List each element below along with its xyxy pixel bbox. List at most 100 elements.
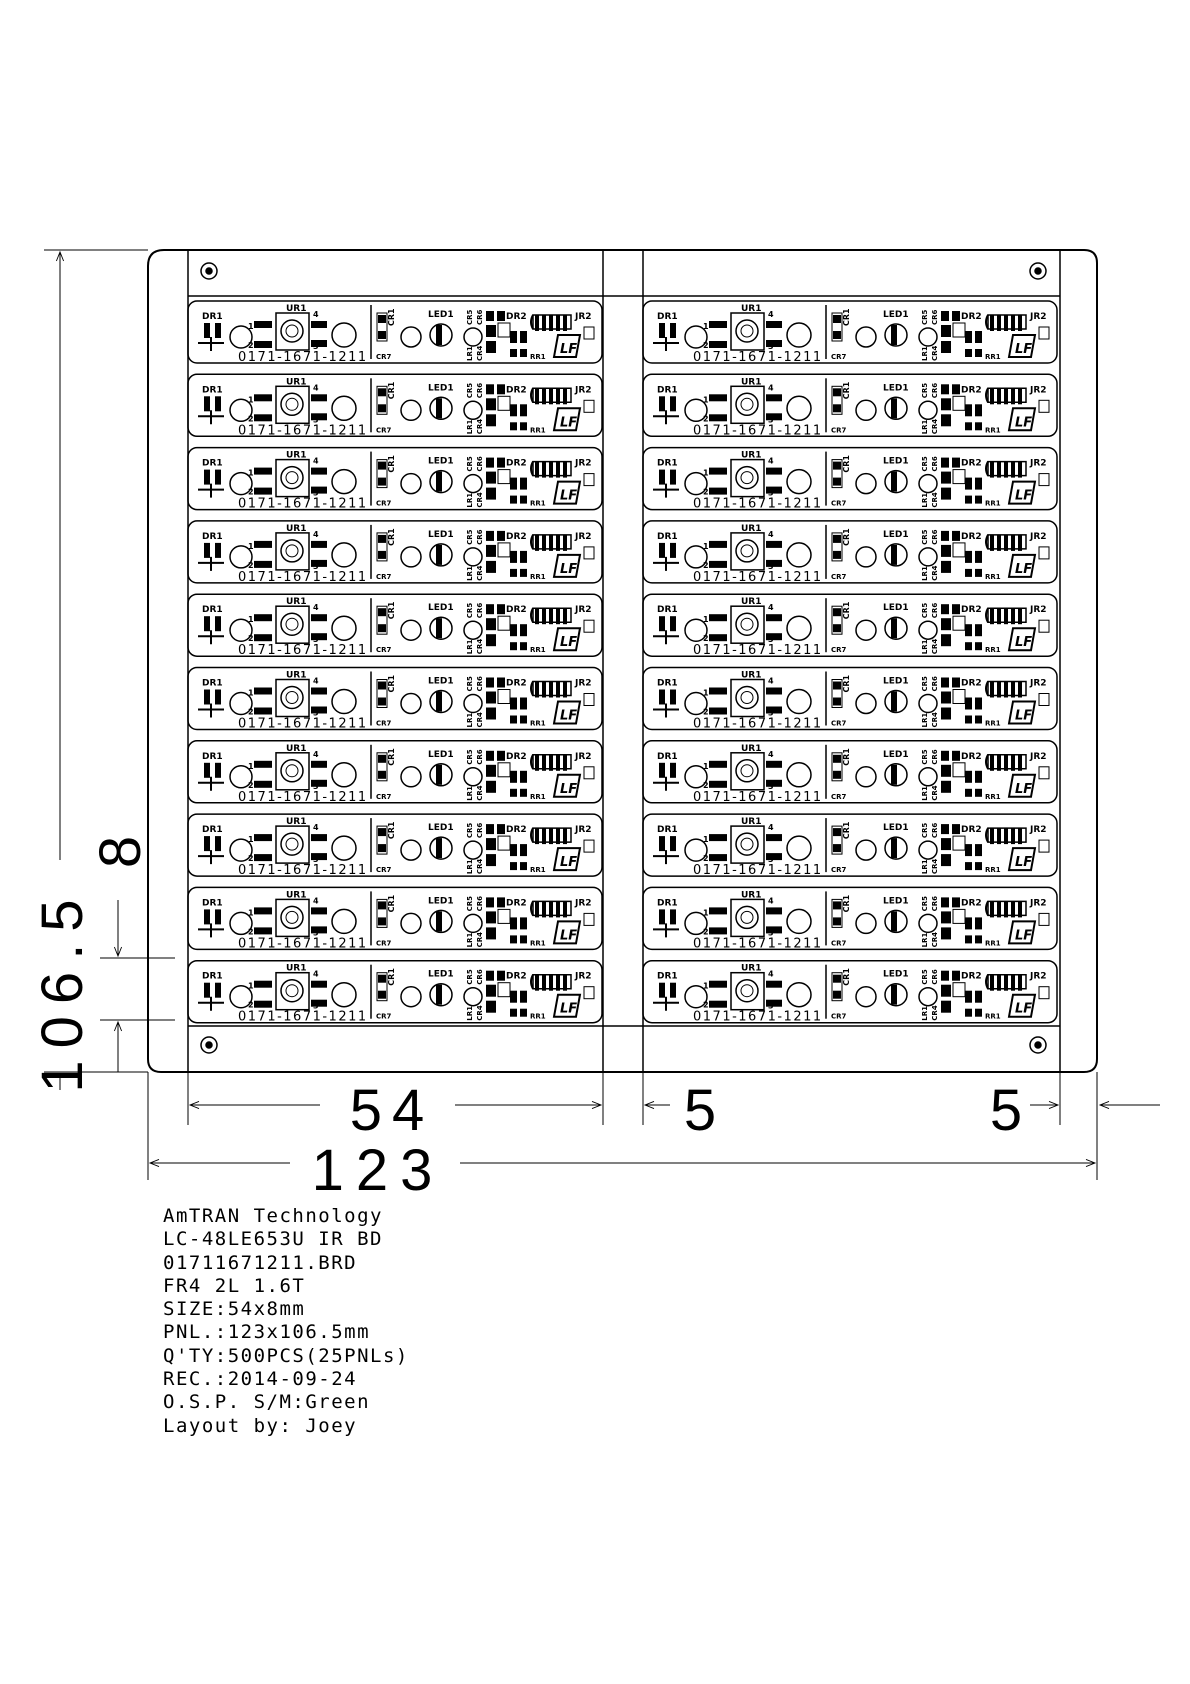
lf-logo-text: LF bbox=[1015, 709, 1032, 724]
ref-led1: LED1 bbox=[428, 383, 454, 393]
cr7-footprint bbox=[400, 912, 422, 935]
pad bbox=[709, 414, 727, 422]
ur1-lens bbox=[280, 392, 304, 417]
ref-jr2: JR2 bbox=[574, 459, 592, 469]
pad bbox=[659, 982, 665, 998]
ref-jr2: JR2 bbox=[574, 385, 592, 395]
ref-lr1: LR1 bbox=[921, 1006, 929, 1021]
pad bbox=[941, 530, 949, 541]
ur1-lens-inner bbox=[285, 984, 299, 998]
ur1-lens-inner bbox=[285, 544, 299, 558]
lr1-footprint bbox=[463, 400, 483, 421]
pad bbox=[941, 634, 951, 647]
pad bbox=[941, 911, 951, 924]
cr1-body bbox=[376, 898, 388, 928]
jr2-pin bbox=[549, 828, 553, 845]
pcb-board: DR112UR1430171-1671-1211CR1CR7LED1CR5CR6… bbox=[187, 593, 603, 658]
ur1-lens bbox=[735, 465, 759, 490]
lr1-footprint bbox=[918, 327, 938, 347]
ref-led1: LED1 bbox=[883, 457, 909, 467]
ref-led1: LED1 bbox=[428, 457, 454, 467]
ref-led1: LED1 bbox=[883, 530, 909, 540]
pad bbox=[311, 907, 327, 915]
pad bbox=[510, 990, 517, 1003]
pin-label: 2 bbox=[248, 634, 254, 643]
lf-logo-icon bbox=[1007, 773, 1037, 798]
pad bbox=[965, 697, 972, 710]
led1-footprint bbox=[884, 909, 908, 934]
jr2-pin bbox=[1004, 461, 1008, 478]
ref-rr1: RR1 bbox=[985, 866, 1001, 874]
cr1-body bbox=[831, 532, 843, 562]
pad bbox=[709, 687, 727, 695]
pad bbox=[941, 604, 949, 615]
cr7-footprint bbox=[855, 766, 877, 788]
pad bbox=[215, 396, 221, 412]
hole-footprint bbox=[331, 615, 357, 641]
pad bbox=[510, 715, 517, 724]
pad bbox=[709, 614, 727, 622]
cr6-body bbox=[497, 615, 511, 631]
hole-footprint bbox=[331, 908, 357, 935]
jr2-pin bbox=[535, 754, 539, 771]
ur1-lens bbox=[735, 612, 759, 636]
hole-footprint bbox=[786, 981, 812, 1008]
pad bbox=[941, 824, 949, 835]
ref-cr6: CR6 bbox=[931, 749, 939, 765]
lf-logo-icon bbox=[1007, 480, 1037, 505]
ur1-lens-inner bbox=[740, 617, 754, 631]
pad bbox=[952, 824, 960, 835]
pad bbox=[436, 544, 442, 565]
led-footprint bbox=[684, 398, 708, 423]
pad bbox=[520, 568, 527, 577]
pad bbox=[952, 677, 960, 688]
cr1-body bbox=[831, 752, 843, 782]
pad bbox=[510, 422, 517, 431]
ref-dr2: DR2 bbox=[961, 385, 982, 395]
pad bbox=[311, 999, 327, 1007]
dim-gap-left: 5 bbox=[684, 1078, 716, 1143]
lf-logo-text: LF bbox=[1015, 489, 1032, 504]
pad bbox=[891, 691, 897, 712]
jr2-tab bbox=[583, 912, 595, 926]
dimension-lines bbox=[44, 249, 1160, 1180]
ref-lr1: LR1 bbox=[466, 786, 474, 801]
ref-cr5: CR5 bbox=[466, 529, 474, 545]
pad bbox=[670, 982, 676, 998]
pad bbox=[965, 642, 972, 651]
pin-label: 2 bbox=[248, 854, 254, 863]
pad bbox=[833, 974, 841, 983]
jr2-pin bbox=[990, 754, 994, 771]
pad bbox=[766, 413, 782, 421]
led1-footprint bbox=[884, 396, 908, 421]
pad bbox=[520, 404, 527, 417]
jr2-tab bbox=[1038, 693, 1050, 706]
jr2-latch bbox=[985, 387, 989, 403]
ref-ur1: UR1 bbox=[741, 304, 762, 314]
lf-logo-icon bbox=[552, 480, 582, 505]
pad bbox=[436, 618, 442, 639]
pad bbox=[486, 1000, 496, 1013]
pad bbox=[215, 469, 221, 485]
pin-label: 1 bbox=[248, 469, 254, 478]
lf-logo-text: LF bbox=[1015, 635, 1032, 650]
ref-jr2: JR2 bbox=[574, 752, 592, 762]
lr1-footprint bbox=[463, 767, 483, 787]
board-part-number: 0171-1671-1211 bbox=[693, 570, 823, 585]
ref-dr2: DR2 bbox=[506, 312, 527, 322]
led1-footprint bbox=[429, 396, 453, 421]
ref-lr1: LR1 bbox=[466, 639, 474, 654]
note-line: FR4 2L 1.6T bbox=[163, 1274, 306, 1297]
ref-cr5: CR5 bbox=[466, 603, 474, 619]
pin-label: 1 bbox=[703, 689, 709, 698]
cr1-body bbox=[376, 752, 388, 782]
hole-footprint bbox=[331, 981, 357, 1008]
pin-label: 2 bbox=[703, 708, 709, 717]
pin-label: 2 bbox=[703, 927, 709, 936]
cr7-footprint bbox=[855, 912, 877, 935]
ref-cr6: CR6 bbox=[931, 896, 939, 912]
pcb-board: DR112UR1430171-1671-1211CR1CR7LED1CR5CR6… bbox=[642, 373, 1058, 438]
lf-logo-icon bbox=[552, 847, 582, 872]
cr6-body bbox=[952, 615, 966, 631]
board-outline bbox=[642, 373, 1058, 438]
